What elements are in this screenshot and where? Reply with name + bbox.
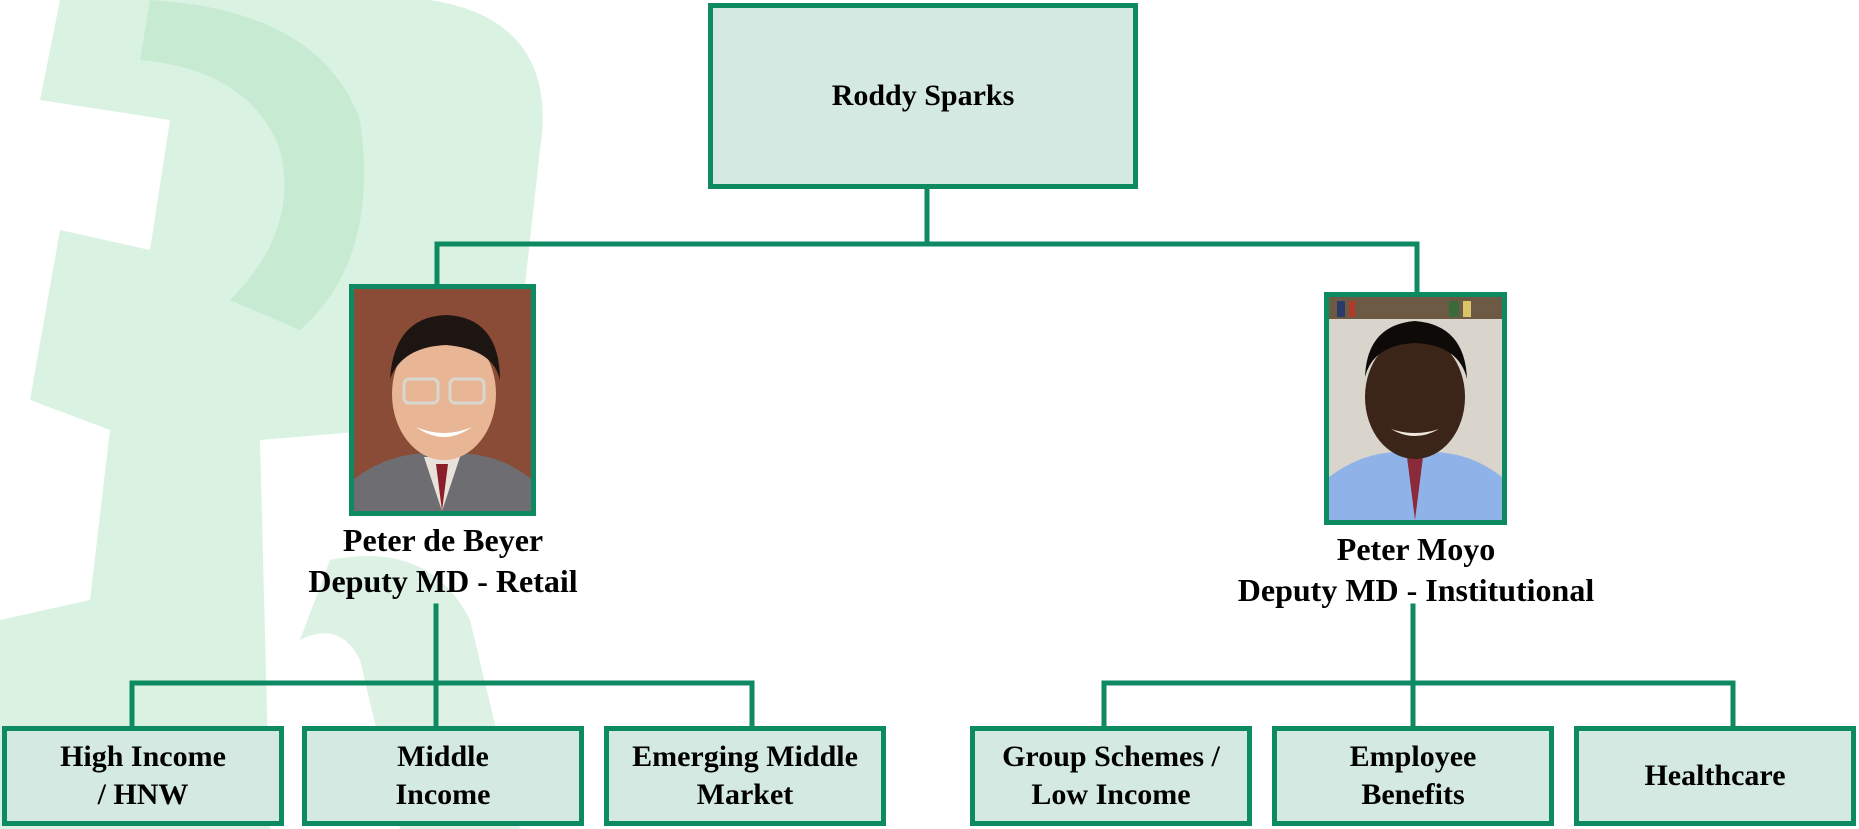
unit-group-schemes-box: Group Schemes / Low Income <box>970 726 1252 826</box>
right-head-name: Peter Moyo <box>1336 531 1496 567</box>
unit-label-line1: Employee <box>1349 740 1477 773</box>
unit-high-income-box: High Income / HNW <box>2 726 284 826</box>
ceo-name: Roddy Sparks <box>831 79 1015 112</box>
portrait-photo-icon <box>1329 297 1502 520</box>
unit-label-line1: Emerging Middle <box>632 740 858 773</box>
unit-employee-benefits-box: Employee Benefits <box>1272 726 1554 826</box>
left-head-name: Peter de Beyer <box>342 522 544 558</box>
unit-label-line1: Middle <box>397 740 489 773</box>
unit-label-line2: Benefits <box>1361 778 1465 811</box>
peter-de-beyer-caption: Peter de Beyer Deputy MD - Retail <box>236 520 650 602</box>
portrait-photo-icon <box>354 289 531 511</box>
unit-label-line1: Group Schemes / <box>1002 740 1220 773</box>
peter-moyo-caption: Peter Moyo Deputy MD - Institutional <box>1216 529 1616 611</box>
right-head-role: Deputy MD - Institutional <box>1237 572 1595 608</box>
ceo-box: Roddy Sparks <box>708 3 1138 189</box>
unit-label-line2: Market <box>696 778 794 811</box>
peter-moyo-photo <box>1324 292 1507 525</box>
unit-emerging-middle-market-box: Emerging Middle Market <box>604 726 886 826</box>
left-head-role: Deputy MD - Retail <box>308 563 578 599</box>
unit-healthcare-box: Healthcare <box>1574 726 1856 826</box>
unit-label-line1: High Income <box>60 740 226 773</box>
unit-middle-income-box: Middle Income <box>302 726 584 826</box>
unit-label-line1: Healthcare <box>1644 759 1786 792</box>
unit-label-line2: / HNW <box>97 778 189 811</box>
unit-label-line2: Low Income <box>1031 778 1191 811</box>
peter-de-beyer-photo <box>349 284 536 516</box>
unit-label-line2: Income <box>395 778 491 811</box>
